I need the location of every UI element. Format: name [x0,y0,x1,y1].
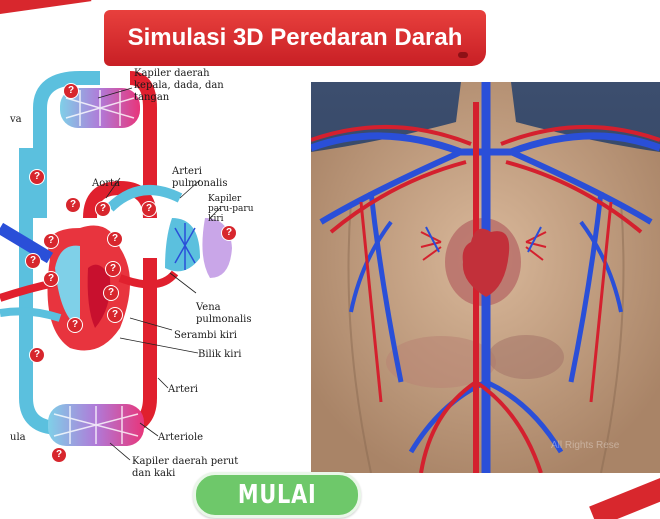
anatomy-3d-image: All Rights Rese [311,82,660,473]
quiz-marker-6[interactable]: ? [44,234,58,248]
circulation-diagram-graphic [0,68,300,478]
label-bilik-kiri: Bilik kiri [198,349,241,361]
label-arteriole: Arteriole [158,432,203,444]
label-vena-partial: va [10,114,22,126]
label-serambi-kiri: Serambi kiri [174,330,237,342]
quiz-marker-2[interactable]: ? [30,170,44,184]
quiz-marker-9[interactable]: ? [44,272,58,286]
label-aorta: Aorta [92,178,120,190]
circulation-diagram: Kapiler daerah kepala, dada, dan tangan … [0,68,300,478]
decorative-stripe-bottom-right [589,473,660,519]
banner-dot [458,52,468,58]
quiz-marker-13[interactable]: ? [222,226,236,240]
quiz-marker-12[interactable]: ? [108,308,122,322]
decorative-stripe-top-left [0,0,91,18]
quiz-marker-16[interactable]: ? [52,448,66,462]
quiz-marker-14[interactable]: ? [68,318,82,332]
quiz-marker-10[interactable]: ? [106,262,120,276]
label-vena-pulmonalis: Vena pulmonalis [196,302,256,326]
start-button-label: MULAI [238,480,317,510]
quiz-marker-11[interactable]: ? [104,286,118,300]
page-title: Simulasi 3D Peredaran Darah [128,24,463,52]
quiz-marker-3[interactable]: ? [66,198,80,212]
quiz-marker-5[interactable]: ? [142,202,156,216]
quiz-marker-15[interactable]: ? [30,348,44,362]
label-kapiler-kepala: Kapiler daerah kepala, dada, dan tangan [134,68,230,104]
start-button[interactable]: MULAI [193,472,361,518]
quiz-marker-8[interactable]: ? [26,254,40,268]
label-arteri: Arteri [168,384,198,396]
quiz-marker-7[interactable]: ? [108,232,122,246]
anatomy-graphic [311,82,660,473]
anatomy-watermark: All Rights Rese [551,440,619,451]
quiz-marker-1[interactable]: ? [64,84,78,98]
label-arteri-pulmonalis: Arteri pulmonalis [172,166,232,190]
label-venula-partial: ula [10,432,26,444]
title-banner: Simulasi 3D Peredaran Darah [104,10,486,66]
label-kapiler-paru: Kapiler paru-paru kiri [208,194,260,224]
quiz-marker-4[interactable]: ? [96,202,110,216]
